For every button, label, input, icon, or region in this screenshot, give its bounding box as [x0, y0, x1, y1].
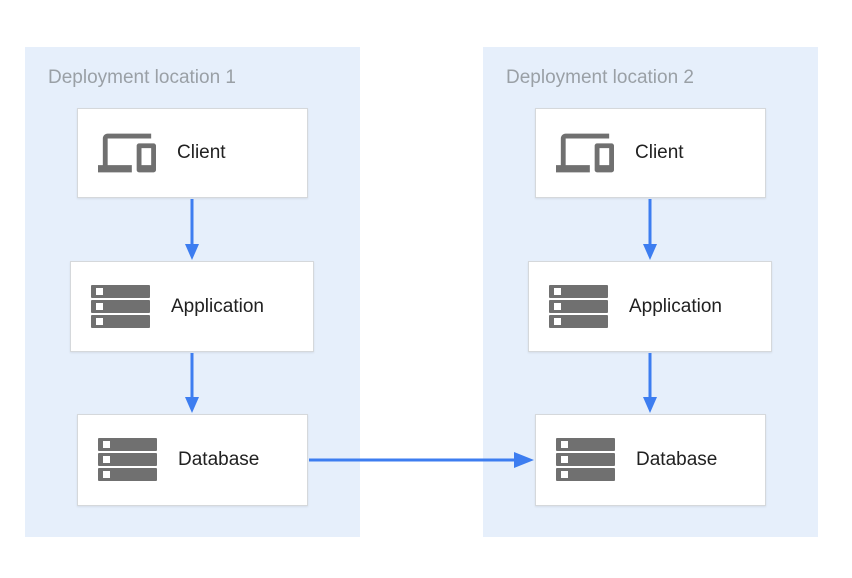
node-label: Database: [178, 449, 260, 470]
server-stack-icon: [98, 438, 157, 482]
node-client-2: Client: [535, 108, 766, 198]
devices-icon: [98, 124, 156, 182]
node-database-2: Database: [535, 414, 766, 506]
node-application-2: Application: [528, 261, 772, 352]
deployment-location-1-group: Deployment location 1 Client A: [25, 47, 360, 537]
deployment-location-2-group: Deployment location 2 Client A: [483, 47, 818, 537]
server-stack-icon: [91, 284, 150, 329]
group-title: Deployment location 1: [48, 67, 236, 88]
node-label: Database: [636, 449, 718, 470]
node-label: Client: [177, 142, 226, 163]
node-label: Client: [635, 142, 684, 163]
node-client-1: Client: [77, 108, 308, 198]
node-label: Application: [629, 295, 722, 317]
node-application-1: Application: [70, 261, 314, 352]
group-title: Deployment location 2: [506, 67, 694, 88]
node-database-1: Database: [77, 414, 308, 506]
server-stack-icon: [556, 438, 615, 482]
node-label: Application: [171, 295, 264, 317]
server-stack-icon: [549, 284, 608, 329]
devices-icon: [556, 124, 614, 182]
